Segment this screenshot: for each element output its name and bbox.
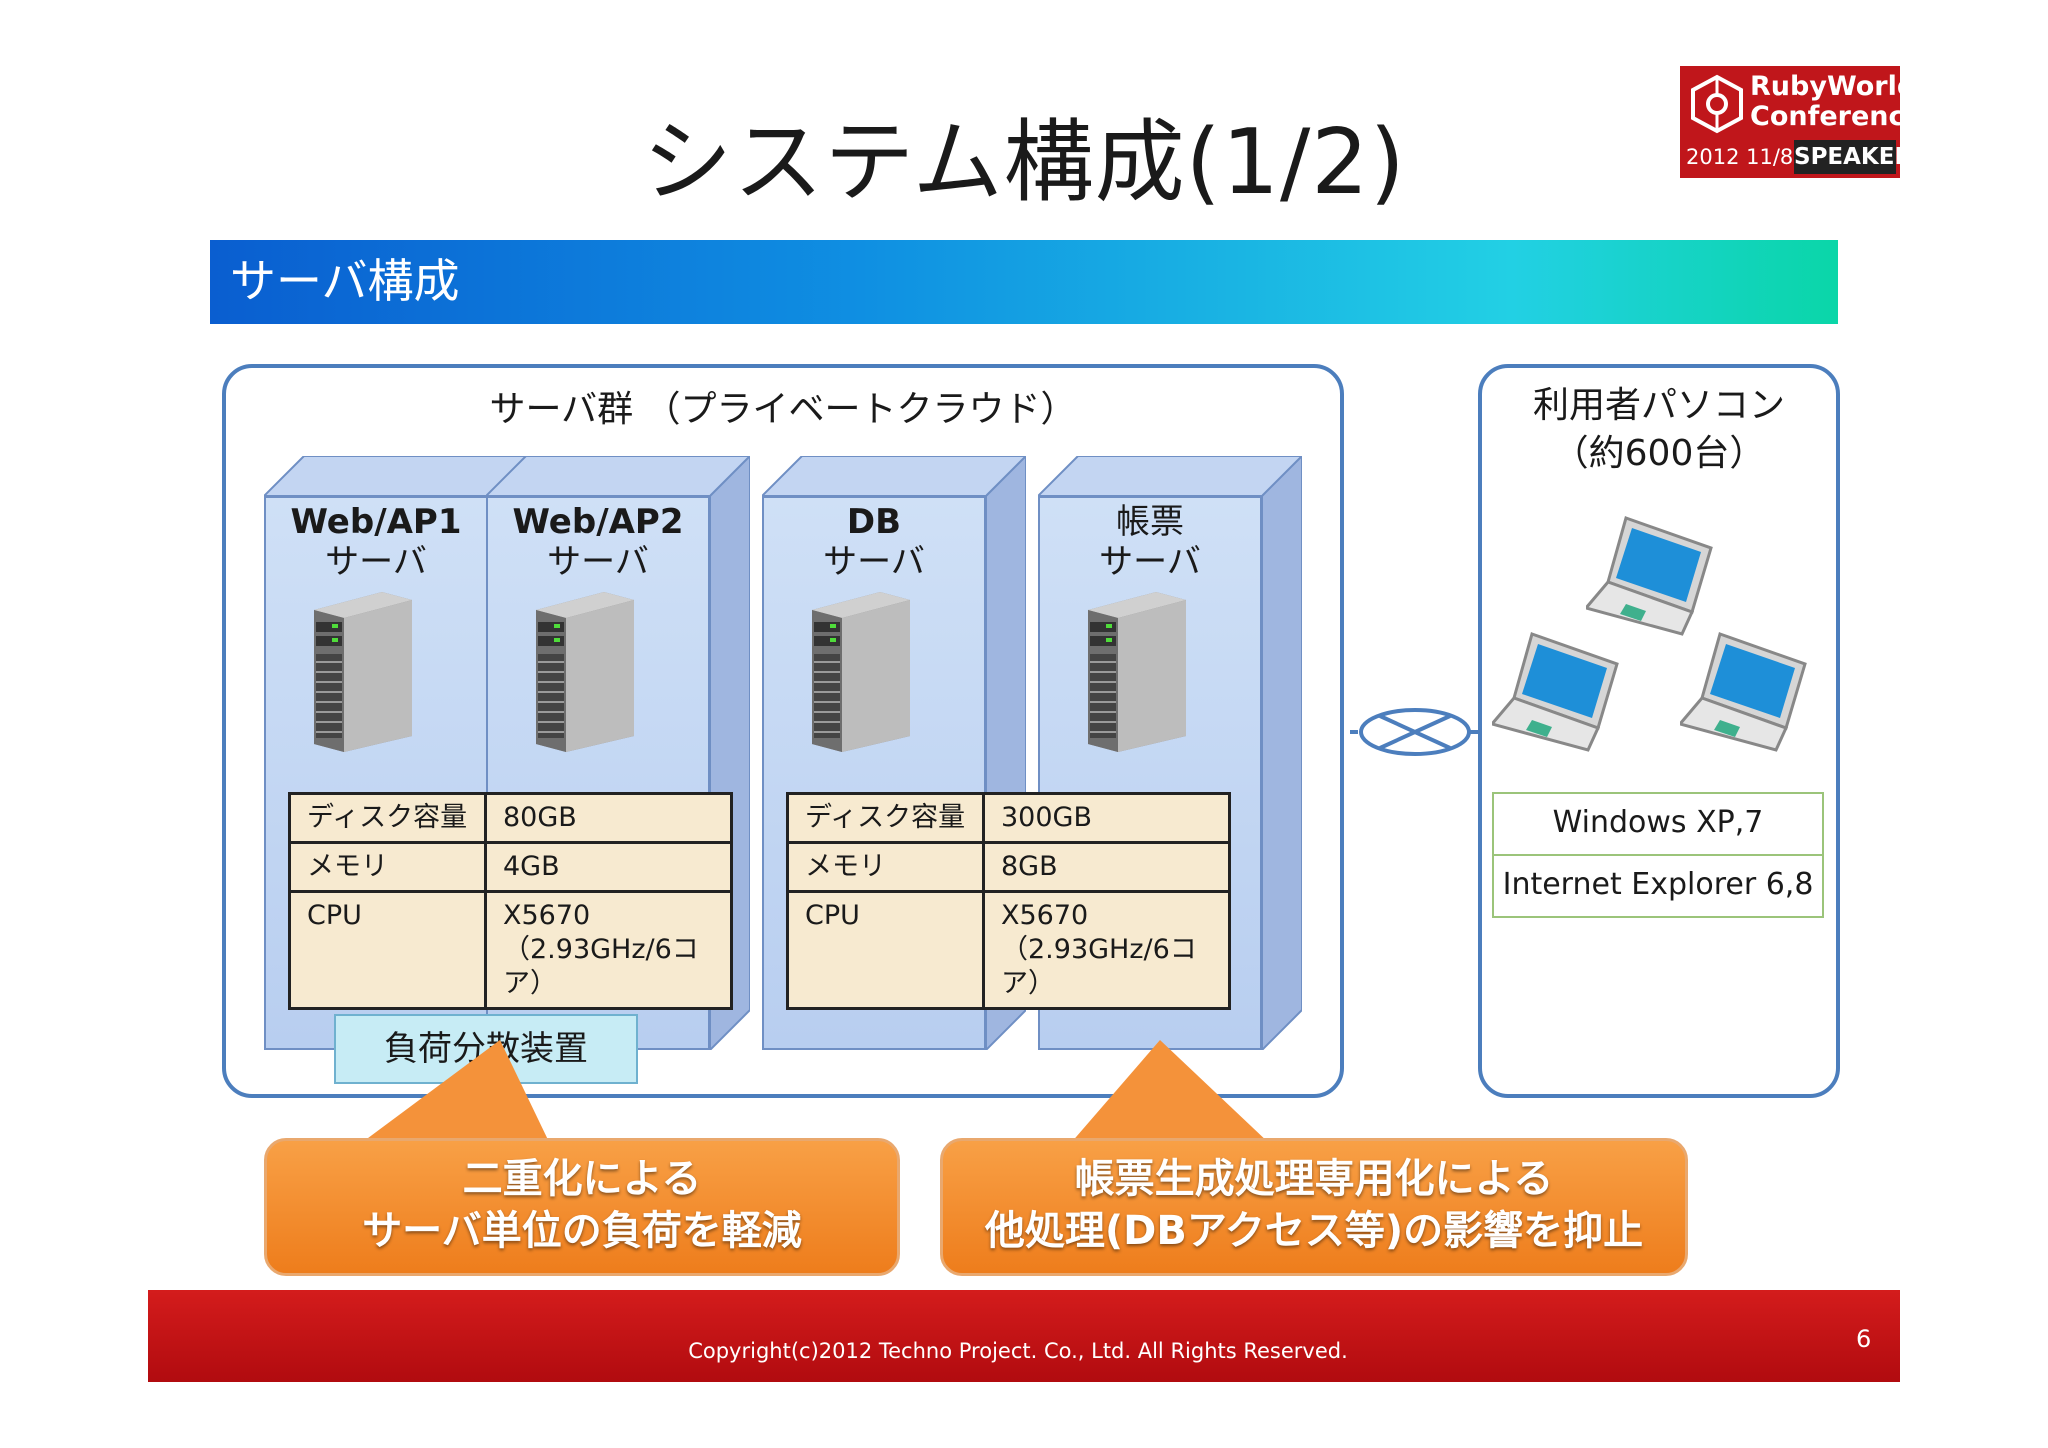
section-heading-bar: サーバ構成 (210, 240, 1838, 324)
server-group-label: サーバ群 （プライベートクラウド） (489, 389, 1077, 430)
badge-line2: Conference (1750, 101, 1923, 132)
spec-row: ディスク容量 80GB (288, 792, 733, 844)
client-browser: Internet Explorer 6,8 (1502, 867, 1814, 902)
laptop-icon (1586, 516, 1713, 636)
server-tower-icon (524, 584, 644, 758)
spec-row: メモリ 8GB (786, 841, 1231, 893)
page-number: 6 (1856, 1325, 1872, 1353)
server-tower-icon (302, 584, 422, 758)
client-group-label: 利用者パソコン (1532, 385, 1785, 426)
server-tower-icon (1076, 584, 1196, 758)
client-count-label: （約600台） (1552, 433, 1766, 474)
section-heading: サーバ構成 (230, 254, 460, 308)
server-name: DB サーバ (823, 502, 925, 582)
page-title: システム構成(1/2) (642, 110, 1406, 215)
spec-table-db-report: ディスク容量 300GB メモリ 8GB CPU X5670 （2.93GHz/… (786, 792, 1231, 1010)
spec-table-webap: ディスク容量 80GB メモリ 4GB CPU X5670 （2.93GHz/6… (288, 792, 733, 1010)
client-os: Windows XP,7 (1494, 794, 1822, 856)
badge-date: 2012 11/8-9 (1686, 145, 1815, 169)
spec-row: CPU X5670 （2.93GHz/6コア） (288, 890, 733, 1010)
spec-row: メモリ 4GB (288, 841, 733, 893)
conference-badge: RubyWorld Conference 2012 11/8-9 SPEAKER (1680, 66, 1923, 178)
spec-row: ディスク容量 300GB (786, 792, 1231, 844)
badge-role: SPEAKER (1794, 140, 1912, 174)
conference-logo-icon (1691, 74, 1743, 134)
footer-bar (148, 1290, 1900, 1382)
callout-right-pointer (1070, 1040, 1270, 1144)
server-name: Web/AP2 サーバ (512, 502, 684, 582)
badge-line1: RubyWorld (1750, 71, 1917, 102)
spec-row: CPU X5670 （2.93GHz/6コア） (786, 890, 1231, 1010)
server-name: Web/AP1 サーバ (290, 502, 462, 582)
callout-report-dedicated: 帳票生成処理専用化による 他処理(DBアクセス等)の影響を抑止 (940, 1138, 1688, 1276)
laptop-icon (1492, 632, 1619, 752)
network-router-icon (1350, 708, 1480, 756)
server-name: 帳票 サーバ (1099, 502, 1201, 582)
callout-redundancy: 二重化による サーバ単位の負荷を軽減 (264, 1138, 900, 1276)
client-group-panel: 利用者パソコン （約600台） (1478, 364, 1840, 1098)
callout-left-pointer (360, 1040, 550, 1144)
client-environment-table: Windows XP,7 Internet Explorer 6,8 (1492, 792, 1824, 918)
laptop-icon (1680, 632, 1807, 752)
copyright-text: Copyright(c)2012 Techno Project. Co., Lt… (688, 1339, 1348, 1363)
server-tower-icon (800, 584, 920, 758)
